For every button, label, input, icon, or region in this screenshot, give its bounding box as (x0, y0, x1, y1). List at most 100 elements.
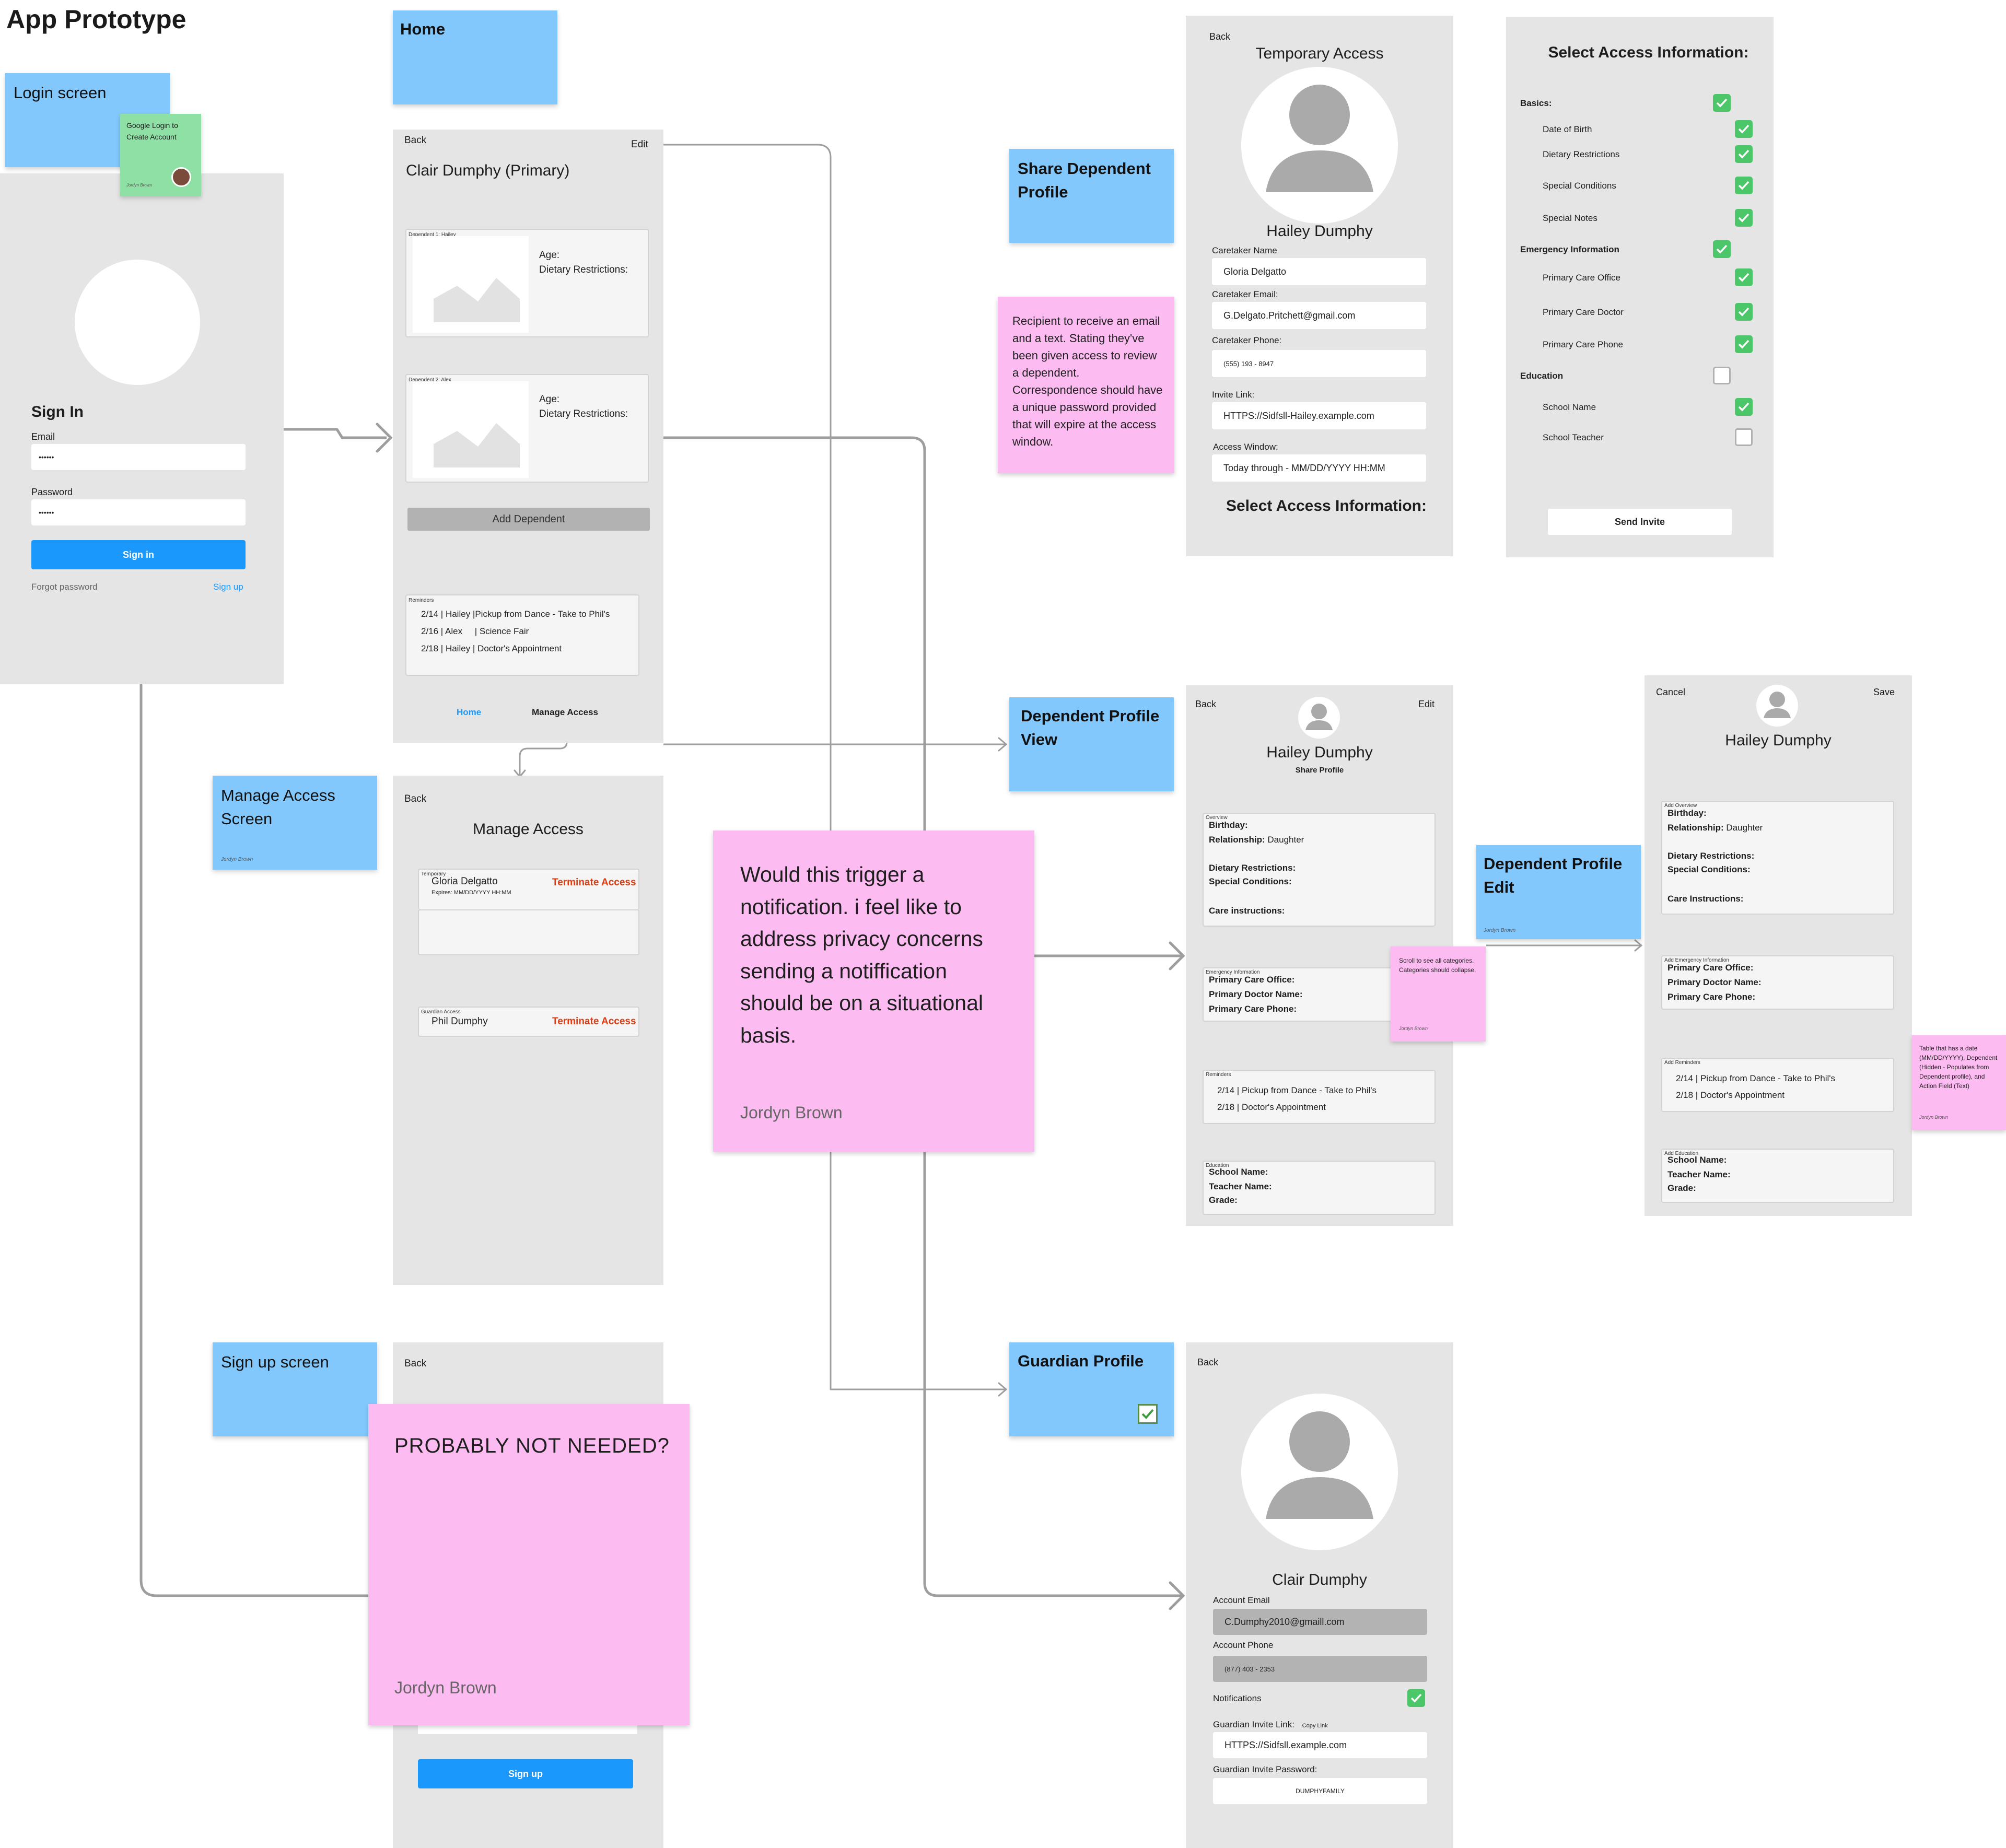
reminder-item: 2/18 | Doctor's Appointment (1676, 1090, 1785, 1100)
sticky-guardian-profile: Guardian Profile (1009, 1342, 1174, 1436)
education-checkbox[interactable] (1713, 367, 1731, 384)
dependent-card-2[interactable]: Dependent 2: Alex Age: Dietary Restricti… (405, 374, 649, 483)
back-button[interactable]: Back (1195, 699, 1217, 709)
nav-manage-access[interactable]: Manage Access (532, 707, 598, 717)
send-invite-button[interactable]: Send Invite (1548, 509, 1732, 535)
terminate-access-link[interactable]: Terminate Access (552, 1016, 636, 1027)
relationship-label: Relationship: (1667, 823, 1724, 833)
age-label: Age: (539, 394, 560, 405)
notifications-label: Notifications (1213, 1693, 1262, 1703)
care-label: Care Instructions: (1667, 894, 1744, 904)
age-label: Age: (539, 250, 560, 261)
card-tag: Dependent 1: Hailey (409, 232, 456, 238)
edit-button[interactable]: Edit (631, 139, 648, 150)
avatar (1298, 697, 1340, 739)
birthday-label: Birthday: (1667, 808, 1707, 818)
phone-label: Primary Care Phone: (1209, 1004, 1297, 1014)
check-icon (1716, 98, 1728, 108)
diet-checkbox[interactable] (1735, 145, 1753, 163)
screen-title: Manage Access (473, 821, 584, 838)
basics-checkbox[interactable] (1713, 94, 1731, 112)
add-dependent-button[interactable]: Add Dependent (407, 508, 650, 531)
dob-checkbox[interactable] (1735, 120, 1753, 138)
teacher-label: School Teacher (1543, 432, 1604, 442)
caretaker-email-field[interactable]: G.Delgato.Pritchett@gmail.com (1212, 302, 1426, 329)
back-button[interactable]: Back (404, 1358, 427, 1369)
diet-label: Dietary Restrictions: (539, 408, 628, 419)
dependent-profile-edit-frame: Cancel Save Hailey Dumphy Add Overview B… (1645, 675, 1912, 1216)
forgot-password-link[interactable]: Forgot password (31, 582, 98, 592)
temporary-access-card: Temporary Gloria Delgatto Expires: MM/DD… (418, 869, 639, 909)
notes-checkbox[interactable] (1735, 209, 1753, 227)
school-checkbox[interactable] (1735, 398, 1753, 416)
sign-in-button[interactable]: Sign in (31, 540, 246, 569)
save-button[interactable]: Save (1873, 687, 1895, 697)
teacher-checkbox[interactable] (1735, 428, 1753, 446)
guardian-invite-link-field[interactable]: HTTPS://Sidfsll.example.com (1213, 1732, 1427, 1758)
email-label: Email (31, 431, 55, 442)
access-window-field[interactable]: Today through - MM/DD/YYYY HH:MM (1212, 454, 1426, 482)
caretaker-phone-field[interactable]: (555) 193 - 8947 (1212, 350, 1426, 377)
sticky-author: Jordyn Brown (221, 857, 253, 862)
teacher-label: Teacher Name: (1209, 1182, 1272, 1191)
home-frame: Back Edit Clair Dumphy (Primary) Depende… (393, 130, 663, 743)
check-icon (1738, 213, 1750, 223)
edit-button[interactable]: Edit (1418, 699, 1435, 709)
check-icon (1738, 149, 1750, 159)
check-icon (1738, 402, 1750, 412)
user-avatar-icon (1305, 704, 1333, 730)
reminders-card[interactable]: Add Reminders 2/14 | Pickup from Dance -… (1661, 1058, 1894, 1112)
education-card: Education School Name: Teacher Name: Gra… (1203, 1161, 1436, 1215)
dependent-card-1[interactable]: Dependent 1: Hailey Age: Dietary Restric… (405, 229, 649, 337)
conditions-checkbox[interactable] (1735, 177, 1753, 194)
account-email-label: Account Email (1213, 1595, 1270, 1605)
doctor-checkbox[interactable] (1735, 303, 1753, 321)
back-button[interactable]: Back (404, 793, 427, 804)
cancel-button[interactable]: Cancel (1656, 687, 1686, 697)
caretaker-name-field[interactable]: Gloria Delgatto (1212, 258, 1426, 285)
terminate-access-link[interactable]: Terminate Access (552, 877, 636, 888)
sign-up-link[interactable]: Sign up (213, 582, 243, 592)
sticky-table-note: Table that has a date (MM/DD/YYYY), Depe… (1912, 1035, 2006, 1130)
office-checkbox[interactable] (1735, 268, 1753, 286)
caretaker-phone-label: Caretaker Phone: (1212, 335, 1282, 345)
conditions-label: Special Conditions: (1667, 864, 1751, 874)
notifications-toggle[interactable] (1407, 1689, 1425, 1707)
email-field[interactable]: •••••• (31, 444, 246, 470)
sticky-author: Jordyn Brown (394, 1678, 497, 1697)
card-tag: Temporary (421, 871, 446, 877)
doctor-label: Primary Care Doctor (1543, 307, 1624, 317)
user-avatar-icon (1266, 1411, 1373, 1519)
sticky-label: Dependent Profile View (1021, 707, 1160, 748)
expires-text: Expires: MM/DD/YYYY HH:MM (431, 890, 511, 896)
guardian-invite-password-field[interactable]: DUMPHYFAMILY (1213, 1778, 1427, 1804)
sign-in-title: Sign In (31, 403, 84, 420)
emergency-card[interactable]: Add Emergency Information Primary Care O… (1661, 955, 1894, 1010)
back-button[interactable]: Back (404, 135, 427, 146)
education-card[interactable]: Add Education School Name: Teacher Name:… (1661, 1149, 1894, 1203)
overview-card: Overview Birthday: Relationship: Daughte… (1203, 813, 1436, 927)
reminder-item: 2/14 | Hailey |Pickup from Dance - Take … (421, 609, 610, 619)
relationship-row: Relationship: Daughter (1667, 823, 1763, 833)
sticky-author: Jordyn Brown (126, 183, 152, 188)
overview-card[interactable]: Add Overview Birthday: Relationship: Dau… (1661, 801, 1894, 915)
copy-link-button[interactable]: Copy Link (1302, 1723, 1328, 1729)
guardian-profile-frame: Back Clair Dumphy Account Email C.Dumphy… (1186, 1342, 1453, 1848)
back-button[interactable]: Back (1209, 31, 1231, 42)
invite-link-field[interactable]: HTTPS://Sidfsll-Hailey.example.com (1212, 402, 1426, 429)
password-field[interactable]: •••••• (31, 499, 246, 525)
birthday-label: Birthday: (1209, 820, 1248, 830)
emergency-checkbox[interactable] (1713, 240, 1731, 258)
dependent-photo-placeholder (413, 381, 529, 478)
share-profile-link[interactable]: Share Profile (1295, 766, 1344, 775)
signup-field[interactable] (418, 1724, 637, 1734)
sign-up-button[interactable]: Sign up (418, 1759, 633, 1788)
avatar (1241, 1394, 1398, 1550)
nav-home[interactable]: Home (457, 707, 482, 717)
image-placeholder-icon (434, 423, 520, 467)
phone-checkbox[interactable] (1735, 335, 1753, 353)
account-phone-label: Account Phone (1213, 1640, 1274, 1650)
card-tag: Add Reminders (1664, 1060, 1700, 1066)
check-icon (1738, 273, 1750, 282)
back-button[interactable]: Back (1197, 1357, 1219, 1367)
